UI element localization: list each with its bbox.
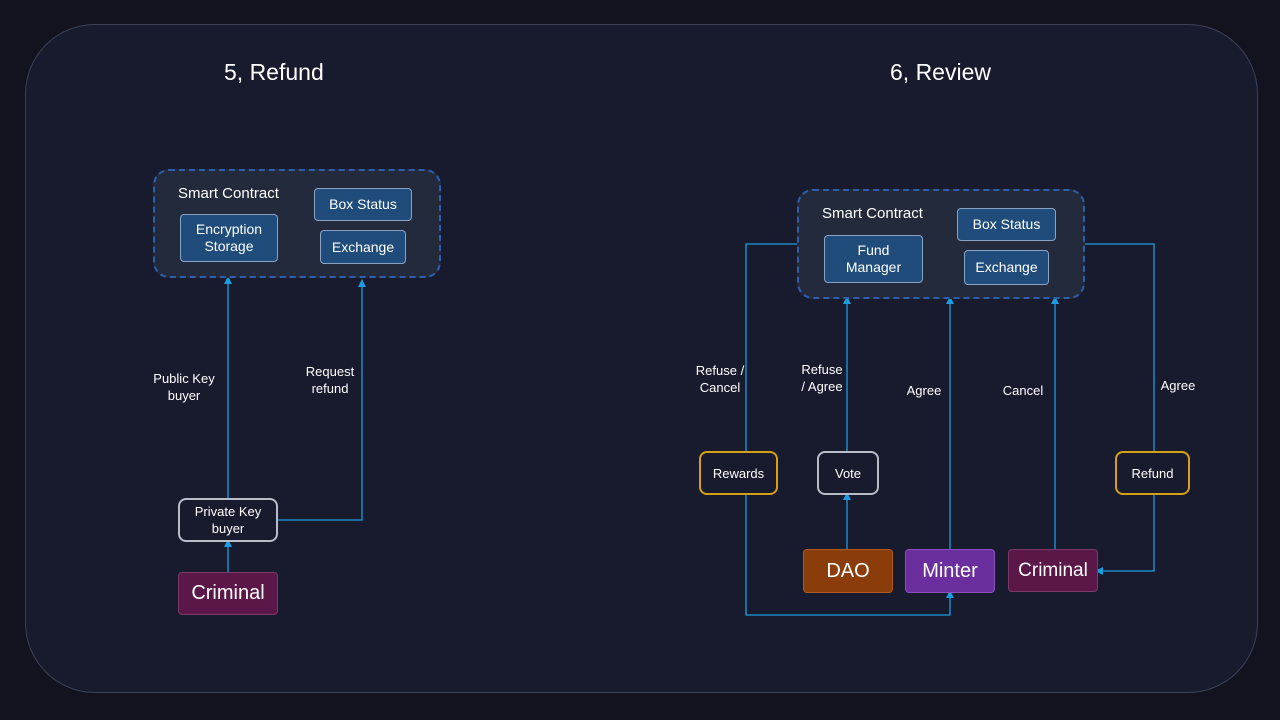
- arrow-rewards-to-minter: [745, 495, 954, 616]
- dao-label: DAO: [826, 559, 870, 582]
- rewards-label: Rewards: [712, 465, 765, 481]
- box-status-label: Box Status: [329, 196, 397, 212]
- minter-node: Minter: [905, 549, 995, 593]
- fund-manager-box: Fund Manager: [824, 235, 923, 283]
- edge-label-public-key: Public Key buyer: [153, 371, 215, 403]
- box-status-label-review: Box Status: [972, 216, 1041, 232]
- criminal-label: Criminal: [191, 582, 265, 604]
- fund-manager-label: Fund Manager: [845, 242, 902, 275]
- arrow-private-key-to-exchange: [277, 279, 366, 521]
- criminal-node-review: Criminal: [1008, 549, 1098, 592]
- exchange-label-review: Exchange: [975, 259, 1038, 275]
- criminal-node: Criminal: [178, 572, 278, 615]
- box-status-box-review: Box Status: [957, 208, 1056, 241]
- edge-label-request-refund: Request refund: [305, 364, 355, 396]
- line-contract-to-rewards: [745, 243, 797, 451]
- review-title: 6, Review: [890, 59, 991, 85]
- smart-contract-label-review: Smart Contract: [822, 205, 923, 222]
- edge-label-refuse-agree: Refuse / Agree: [801, 362, 843, 394]
- private-key-label: Private Key buyer: [194, 504, 262, 536]
- criminal-label-review: Criminal: [1018, 559, 1088, 581]
- vote-node: Vote: [817, 451, 879, 495]
- vote-label: Vote: [834, 465, 862, 481]
- rewards-node: Rewards: [699, 451, 778, 495]
- edge-label-agree-refund: Agree: [1160, 378, 1196, 393]
- line-contract-to-refund: [1085, 243, 1155, 451]
- minter-label: Minter: [922, 559, 978, 582]
- encryption-storage-label: Encryption Storage: [195, 221, 263, 254]
- arrow-refund-to-criminal: [1095, 495, 1155, 575]
- edge-label-refuse-cancel: Refuse / Cancel: [695, 363, 745, 395]
- smart-contract-label: Smart Contract: [178, 185, 279, 202]
- dao-node: DAO: [803, 549, 893, 593]
- refund-title: 5, Refund: [224, 59, 324, 85]
- exchange-box: Exchange: [320, 230, 406, 264]
- box-status-box: Box Status: [314, 188, 412, 221]
- exchange-box-review: Exchange: [964, 250, 1049, 285]
- private-key-node: Private Key buyer: [178, 498, 278, 542]
- refund-label: Refund: [1131, 465, 1174, 481]
- exchange-label: Exchange: [331, 238, 395, 255]
- refund-node: Refund: [1115, 451, 1190, 495]
- edge-label-cancel: Cancel: [1002, 383, 1044, 398]
- edge-label-agree-minter: Agree: [906, 383, 942, 398]
- encryption-storage-box: Encryption Storage: [180, 214, 278, 262]
